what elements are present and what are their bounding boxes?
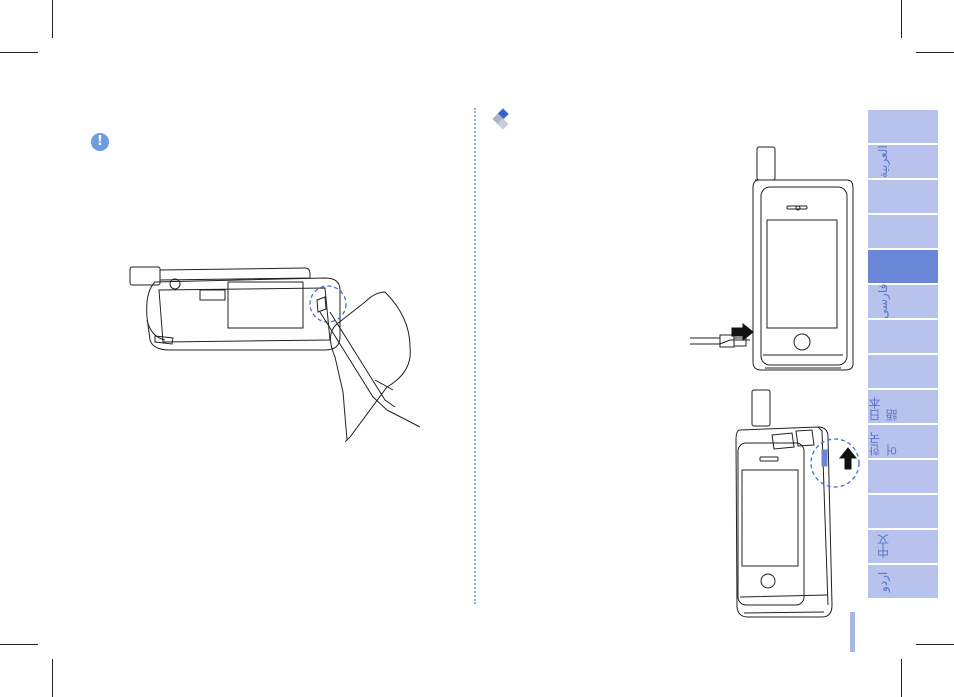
language-tab[interactable] (868, 495, 938, 528)
phone-switch-illustration (735, 389, 860, 618)
crop-mark (916, 52, 954, 53)
crop-mark (0, 52, 38, 53)
crop-mark (901, 0, 902, 38)
language-tab-korean[interactable]: 한국어 (868, 425, 938, 458)
diamond-bullet-icon (492, 108, 514, 130)
language-tab[interactable] (868, 320, 938, 353)
column-divider (474, 108, 476, 604)
language-tab-farsi[interactable]: فارسی (868, 284, 938, 319)
crop-mark (916, 644, 954, 645)
language-tab-active[interactable] (868, 250, 938, 283)
language-tab-chinese[interactable]: 中文 (868, 530, 938, 563)
exclamation-icon: ! (91, 133, 109, 151)
language-tabs: العربية فارسی 日本語 한국어 中文 اردو (868, 110, 938, 600)
exclamation-glyph: ! (97, 134, 103, 149)
sim-removal-illustration (129, 266, 421, 442)
crop-mark (52, 0, 53, 38)
page-indicator-bar (850, 612, 855, 652)
language-tab-urdu[interactable]: اردو (868, 565, 938, 598)
language-tab[interactable] (868, 110, 938, 143)
crop-mark (52, 659, 53, 697)
crop-mark (901, 659, 902, 697)
language-tab[interactable] (868, 215, 938, 248)
language-tab[interactable] (868, 355, 938, 388)
language-tab-japanese[interactable]: 日本語 (868, 390, 938, 423)
language-tab[interactable] (868, 460, 938, 493)
crop-mark (0, 644, 38, 645)
phone-cable-illustration (690, 146, 854, 371)
language-tab[interactable] (868, 180, 938, 213)
language-tab-arabic[interactable]: العربية (868, 145, 938, 178)
